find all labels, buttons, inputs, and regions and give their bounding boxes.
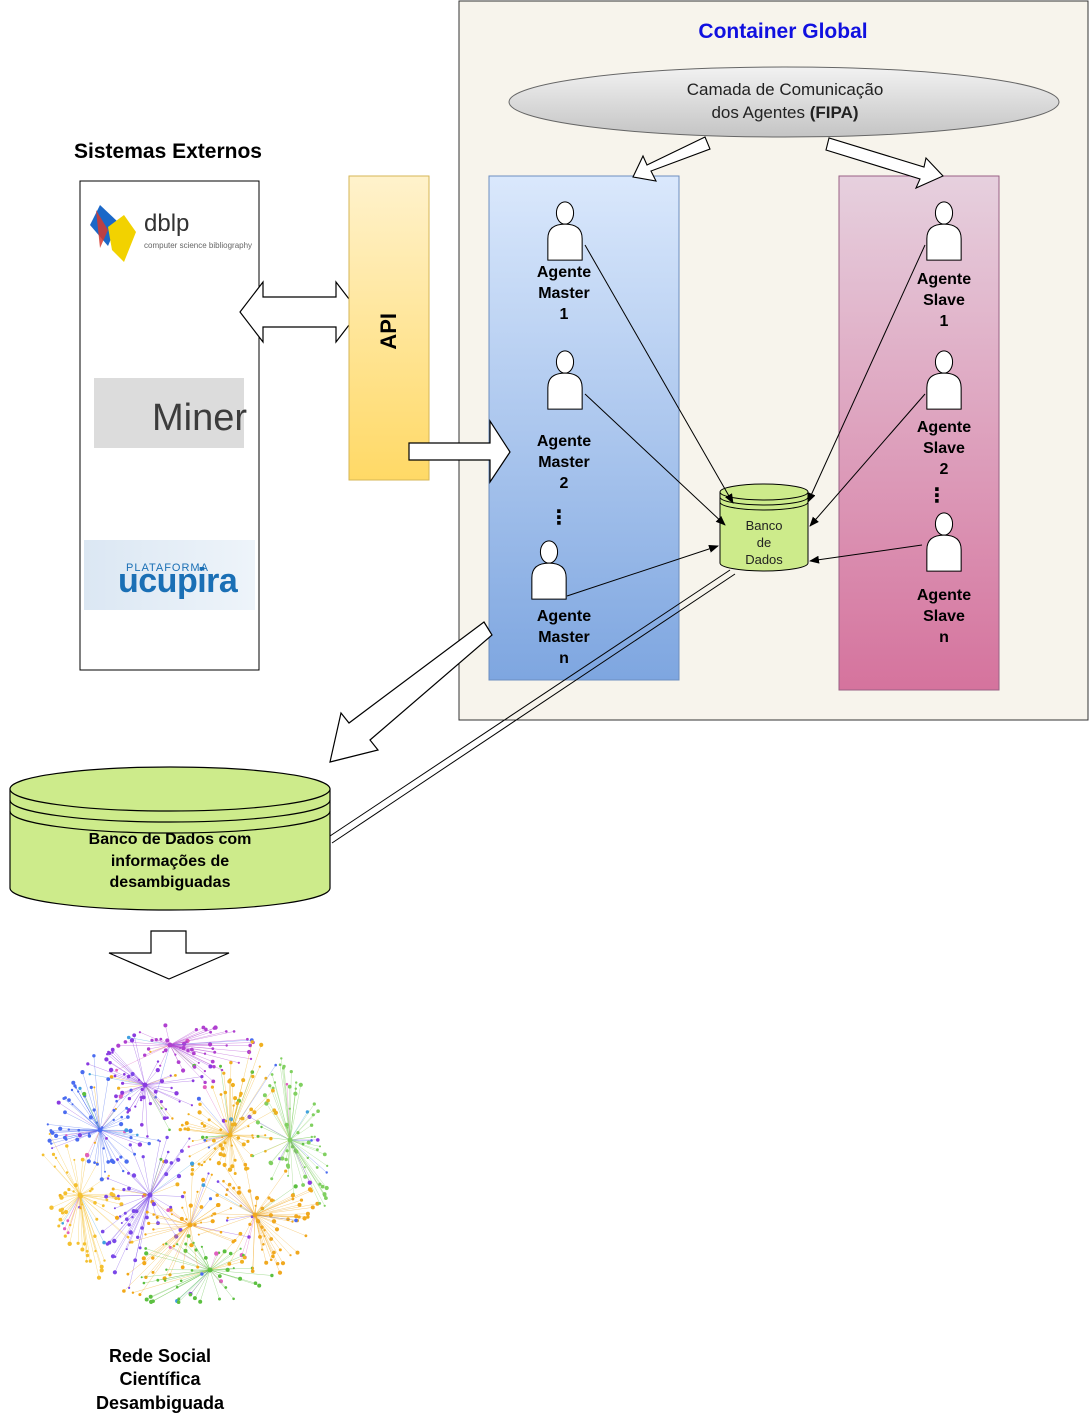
slave-2-to-db-line [809,393,926,527]
dblp-logo-text: dblp [144,210,190,237]
slave-ellipsis: ⋮ [927,485,947,507]
fipa-to-master-arrow-icon [632,136,711,182]
container-title: Container Global [698,20,868,43]
large-database-icon [9,766,331,911]
external-systems-title: Sistemas Externos [74,140,262,163]
slave-n-to-db-line [809,544,923,564]
aminer-logo-text: Miner [152,397,248,439]
small-database-icon [719,483,809,572]
slave-column [838,175,1000,691]
slave-1-to-db-line [807,244,926,503]
api-to-master-arrow-icon [408,418,511,484]
social-network-graph-icon [41,1023,329,1304]
sucupira-logo-background [84,540,255,610]
fipa-to-slave-arrow-icon [825,137,944,190]
db-sync-line [329,569,736,844]
master-2-to-db-line [584,393,726,526]
fipa-label: Camada de Comunicação dos Agentes (FIPA) [686,80,884,122]
master-column [488,175,680,681]
fipa-layer-ellipse [508,66,1060,138]
bidirectional-arrow-icon [239,280,360,344]
aminer-logo-background [94,378,244,448]
agent-connectors [566,244,926,597]
container-to-database-arrow-icon [329,621,493,763]
master-n-to-db-line [566,545,719,597]
master-ellipsis: ⋮ [549,507,569,529]
api-box [348,175,430,481]
dblp-logo-subtitle: computer science bibliography [144,241,253,250]
database-to-network-arrow-icon [108,930,230,980]
dblp-logo-icon [90,205,136,262]
sucupira-logo-prefix: PLATAFORMA [126,562,209,574]
master-1-to-db-line [584,244,734,504]
sucupira-logo-text: ucupira [118,562,238,600]
api-label: API [375,312,401,350]
